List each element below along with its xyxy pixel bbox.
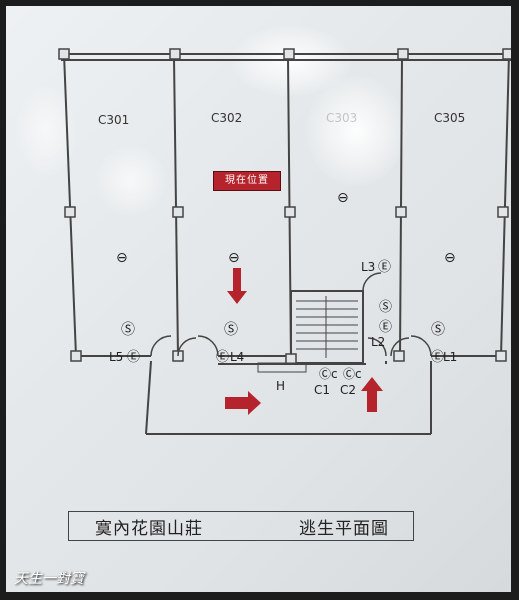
smoke-detector-icon: ⊖ [116,250,128,266]
hose-cabinet [257,362,307,373]
flash-glare [96,146,166,216]
stair-label-h: H [276,379,285,393]
emergency-light-icon: Ⓔ [378,260,391,275]
photo-watermark: 天生一對寶 [14,571,84,587]
plan-name: 逃生平面圖 [299,518,389,539]
evacuation-plan-sheet: C301 C302 C303 C305 ⊖ ⊖ ⊖ ⊖ Ⓢ Ⓢ Ⓢ Ⓢ L5 Ⓔ [6,6,511,592]
up-arrow-icon [361,377,383,412]
extinguisher-label-c2: C2 [340,383,356,397]
emergency-light-icon: Ⓔ [431,350,444,365]
emergency-light-labels: L5 Ⓔ Ⓔ L4 L3 Ⓔ Ⓔ L2 Ⓔ L1 [109,260,457,365]
stair-treads [296,296,358,358]
right-arrow-icon [225,391,261,415]
fire-extinguisher-icon: Ⓒc [343,367,362,381]
smoke-detector-icon: ⊖ [228,250,240,266]
smoke-detector-icon: ⊖ [444,250,456,266]
floor-plan-drawing: C301 C302 C303 C305 ⊖ ⊖ ⊖ ⊖ Ⓢ Ⓢ Ⓢ Ⓢ L5 Ⓔ [58,48,511,435]
sprinkler-icon: Ⓢ [121,322,135,338]
emergency-light-icon: Ⓔ [216,350,229,365]
current-location-marker: 現在位置 [213,171,281,191]
emergency-light-icon: Ⓔ [127,350,140,365]
light-label-l1: L1 [443,350,457,364]
light-label-l3: L3 [361,260,375,274]
sprinkler-icon: Ⓢ [379,300,392,315]
extinguisher-icons: Ⓒc Ⓒc [319,367,362,381]
sprinkler-icon: Ⓢ [431,322,445,338]
flash-glare [306,76,406,186]
extinguisher-label-c1: C1 [314,383,330,397]
venue-name: 寞內花園山莊 [95,518,203,539]
light-label-l4: L4 [230,350,244,364]
fire-extinguisher-icon: Ⓒc [319,367,338,381]
structural-pillars [58,48,511,365]
light-label-l2: L2 [371,335,385,349]
door-swings [150,272,432,357]
light-label-l5: L5 [109,350,123,364]
room-label-c301: C301 [98,113,129,127]
emergency-light-icon: Ⓔ [379,320,392,335]
sprinkler-icon: Ⓢ [224,322,238,338]
room-label-c303: C303 [326,111,357,125]
plan-title-box: 寞內花園山莊 逃生平面圖 [68,511,414,541]
sprinkler-icons: Ⓢ Ⓢ Ⓢ Ⓢ [121,300,445,338]
room-label-c305: C305 [434,111,465,125]
evacuation-arrows [225,268,383,415]
smoke-detector-icons: ⊖ ⊖ ⊖ ⊖ [116,190,456,266]
room-label-c302: C302 [211,111,242,125]
smoke-detector-icon: ⊖ [337,190,349,206]
down-arrow-icon [227,268,247,304]
